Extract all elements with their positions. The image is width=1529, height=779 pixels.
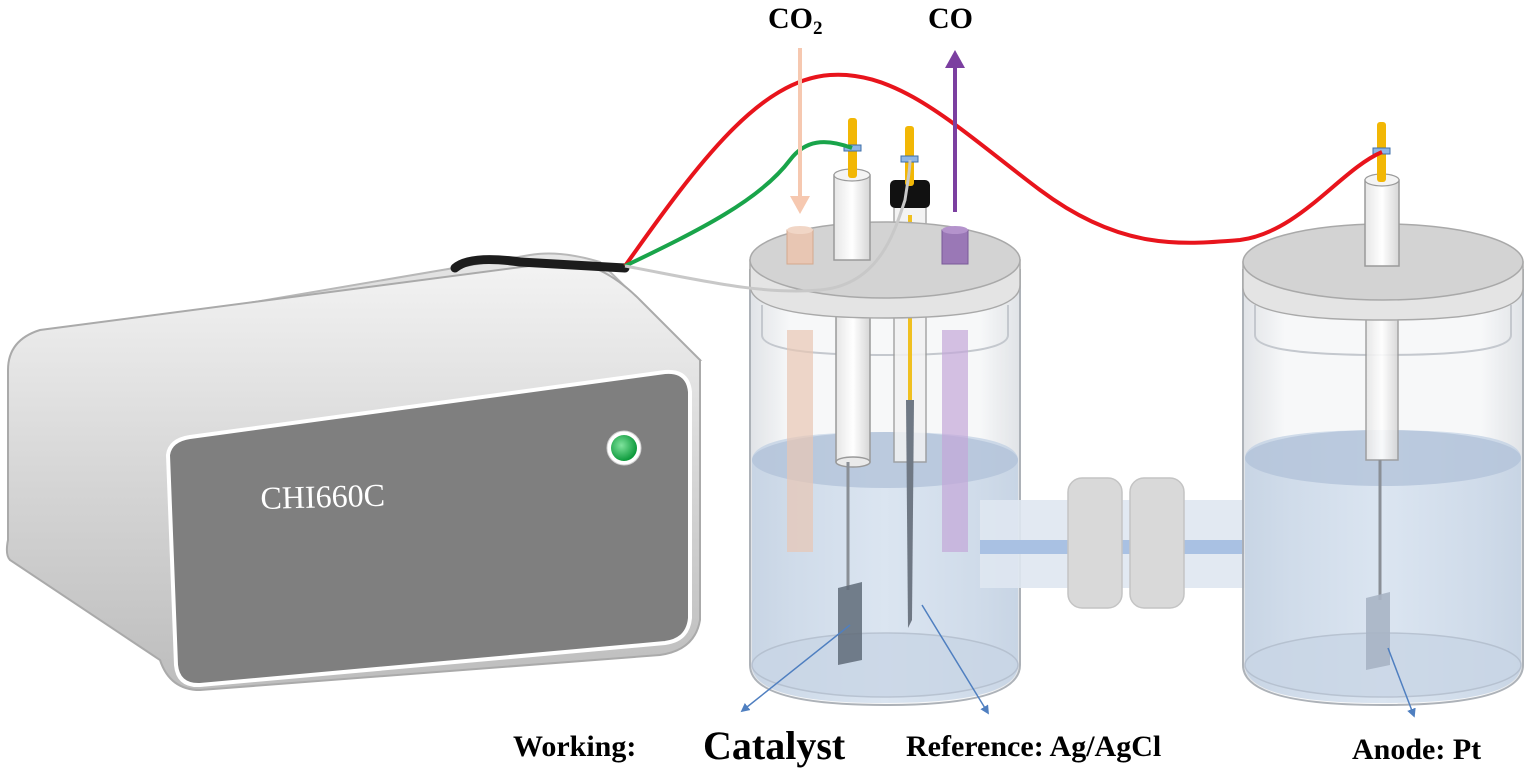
working-pointer	[740, 624, 851, 713]
anode-electrode-holder	[1364, 179, 1400, 267]
co-port	[941, 229, 969, 265]
co-outlet-tube	[942, 330, 968, 552]
co-outlet-label: CO	[928, 2, 973, 35]
co2-label-text: CO	[768, 2, 813, 35]
counter-wire-red	[623, 72, 1383, 268]
device-cable	[450, 255, 630, 273]
anode-cell	[1242, 122, 1524, 707]
gas-flow-arrows	[790, 48, 965, 214]
working-rod-bottom	[835, 456, 871, 468]
co2-label-subscript: 2	[813, 18, 823, 39]
co-port-top	[942, 226, 968, 234]
working-electrode-material: Catalyst	[703, 723, 846, 768]
anode-electrolyte	[1245, 430, 1521, 703]
reference-tip	[906, 400, 914, 628]
cathode-inner-rim	[761, 305, 1009, 357]
salt-bridge	[980, 477, 1250, 609]
bridge-clamp-right	[1129, 477, 1185, 609]
co2-inlet-label: CO2	[768, 2, 823, 40]
co2-port	[786, 229, 814, 265]
reference-wire-gray	[624, 159, 912, 293]
cathode-cell	[749, 118, 1021, 707]
anode-pointer	[1387, 647, 1416, 718]
working-wire-green	[624, 140, 853, 268]
working-electrode-holder	[833, 174, 871, 261]
reference-pointer	[921, 604, 989, 715]
co2-port-top	[787, 226, 813, 234]
device-model-label: CHI660C	[260, 476, 386, 516]
co2-inlet-tube	[787, 330, 813, 552]
label-pointers	[740, 604, 1416, 718]
anode-pt-plate	[1366, 592, 1390, 670]
device-front-panel	[165, 369, 692, 688]
working-catalyst-plate	[838, 582, 862, 665]
potentiostat-device	[5, 252, 703, 692]
cathode-bottom	[751, 632, 1019, 698]
reference-cap	[890, 180, 930, 208]
power-indicator-led	[611, 435, 637, 461]
co2-inflow-arrowhead	[790, 196, 810, 214]
bridge-clamp-left	[1067, 477, 1123, 609]
working-pin-clip	[843, 144, 862, 152]
anode-label: Anode: Pt	[1352, 733, 1482, 766]
co-outflow-arrowhead	[945, 50, 965, 68]
connection-wires	[623, 72, 1383, 293]
reference-electrode-label: Reference: Ag/AgCl	[906, 730, 1162, 763]
working-electrode-label: Working:	[513, 730, 637, 763]
